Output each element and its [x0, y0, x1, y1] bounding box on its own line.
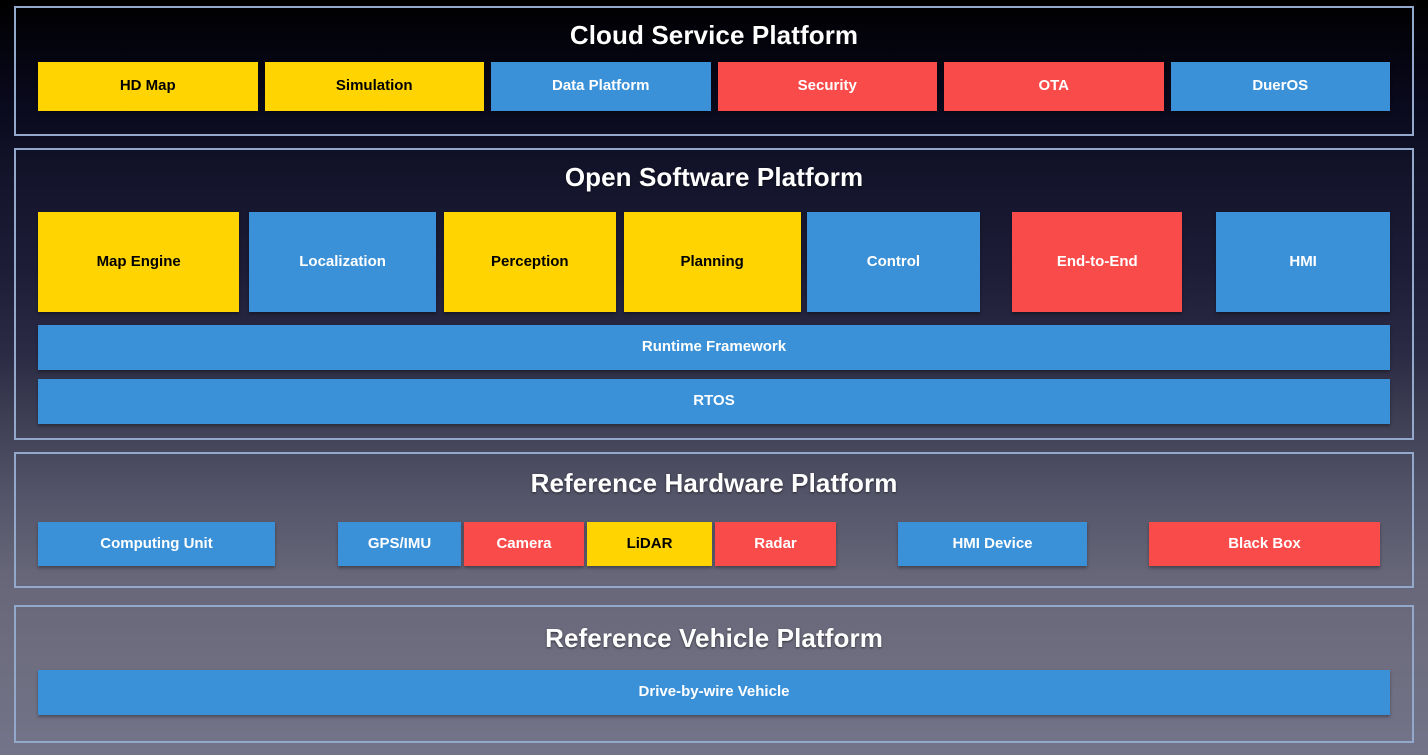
- module-hmi-device[interactable]: HMI Device: [898, 522, 1087, 566]
- module-lidar[interactable]: LiDAR: [587, 522, 712, 566]
- module-map-engine[interactable]: Map Engine: [38, 212, 240, 312]
- module-rtos[interactable]: RTOS: [38, 379, 1390, 424]
- module-computing-unit[interactable]: Computing Unit: [38, 522, 275, 566]
- module-hd-map[interactable]: HD Map: [38, 62, 258, 111]
- layer-title-cloud-service-platform: Cloud Service Platform: [569, 20, 859, 50]
- layer-panel-reference-hardware-platform: Reference Hardware Platform Computing Un…: [14, 452, 1414, 588]
- module-localization[interactable]: Localization: [249, 212, 436, 312]
- layer-title-reference-vehicle-platform: Reference Vehicle Platform: [545, 623, 883, 653]
- module-hmi[interactable]: HMI: [1216, 212, 1391, 312]
- module-security[interactable]: Security: [717, 62, 937, 111]
- module-perception[interactable]: Perception: [443, 212, 616, 312]
- layer-panel-cloud-service-platform: Cloud Service Platform HD Map Simulation…: [14, 6, 1414, 136]
- layer-title-reference-hardware-platform: Reference Hardware Platform: [530, 468, 898, 498]
- module-drive-by-wire-vehicle[interactable]: Drive-by-wire Vehicle: [38, 670, 1390, 715]
- layer-title-open-software-platform: Open Software Platform: [564, 162, 864, 192]
- module-dueros[interactable]: DuerOS: [1170, 62, 1390, 111]
- layer-panel-reference-vehicle-platform: Reference Vehicle Platform Drive-by-wire…: [14, 605, 1414, 743]
- cloud-module-row: HD Map Simulation Data Platform Security…: [38, 62, 1390, 111]
- module-black-box[interactable]: Black Box: [1149, 522, 1380, 566]
- module-ota[interactable]: OTA: [944, 62, 1164, 111]
- module-radar[interactable]: Radar: [715, 522, 836, 566]
- module-end-to-end[interactable]: End-to-End: [1012, 212, 1183, 312]
- module-runtime-framework[interactable]: Runtime Framework: [38, 325, 1390, 370]
- hardware-module-row: Computing Unit GPS/IMU Camera LiDAR Rada…: [38, 522, 1390, 566]
- vehicle-module-row: Drive-by-wire Vehicle: [38, 670, 1390, 715]
- module-planning[interactable]: Planning: [623, 212, 801, 312]
- module-gps-imu[interactable]: GPS/IMU: [338, 522, 461, 566]
- layer-panel-open-software-platform: Open Software Platform Map Engine Locali…: [14, 148, 1414, 440]
- module-control[interactable]: Control: [806, 212, 981, 312]
- software-module-row: Map Engine Localization Perception Plann…: [38, 212, 1391, 312]
- module-camera[interactable]: Camera: [464, 522, 584, 566]
- module-simulation[interactable]: Simulation: [264, 62, 484, 111]
- module-data-platform[interactable]: Data Platform: [491, 62, 711, 111]
